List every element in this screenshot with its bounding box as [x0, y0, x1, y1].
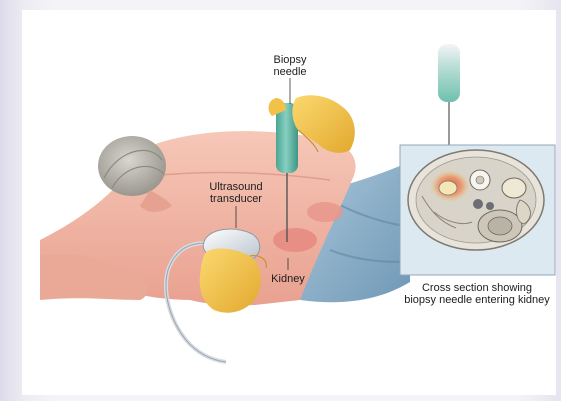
kidney-outline-right [307, 202, 343, 222]
label-biopsy-needle-line2: needle [268, 66, 312, 78]
cross-section-canal [476, 176, 484, 184]
patient-head [98, 136, 166, 196]
cross-section-bowel-inner [488, 217, 512, 235]
label-cross-section: Cross section showing biopsy needle ente… [398, 282, 556, 306]
cross-section-kidney [439, 181, 457, 195]
cross-section-vessel [486, 202, 494, 210]
cross-section-kidney-left [502, 178, 526, 198]
label-ultrasound-line1: Ultrasound [196, 181, 276, 193]
label-ultrasound-line2: transducer [196, 193, 276, 205]
inset-needle-handle [438, 44, 460, 102]
label-biopsy-needle-line1: Biopsy [268, 54, 312, 66]
label-cross-section-line1: Cross section showing [398, 282, 556, 294]
kidney-outline [273, 228, 317, 252]
label-cross-section-line2: biopsy needle entering kidney [398, 294, 556, 306]
label-kidney: Kidney [266, 273, 310, 285]
cross-section-vessel [473, 199, 483, 209]
label-biopsy-needle: Biopsy needle [268, 54, 312, 78]
label-ultrasound-transducer: Ultrasound transducer [196, 181, 276, 205]
